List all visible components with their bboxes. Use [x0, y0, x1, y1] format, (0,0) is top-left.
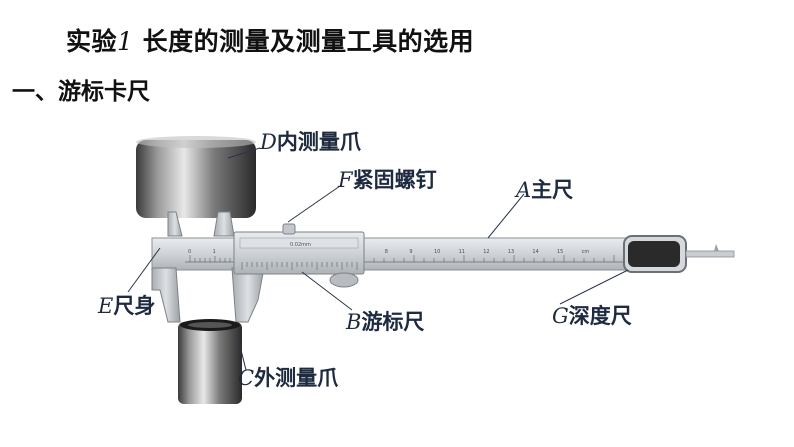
label-letter: E	[98, 294, 114, 318]
scale-number: 8	[385, 249, 388, 255]
label-inner-jaw: D内测量爪	[260, 126, 361, 156]
label-letter: D	[260, 130, 277, 154]
label-letter: B	[346, 310, 362, 334]
label-text: 游标尺	[361, 310, 425, 334]
scale-number: cm	[582, 249, 590, 255]
page-title: 实验1 长度的测量及测量工具的选用	[66, 22, 474, 58]
scale-number: 9	[409, 249, 412, 255]
scale-number: 0	[188, 249, 191, 255]
scale-number: 11	[459, 249, 465, 255]
label-text: 外测量爪	[254, 366, 339, 390]
main-scale-ticks	[189, 255, 615, 262]
label-depth-rod: G深度尺	[552, 300, 632, 330]
upper-cylinder	[136, 136, 256, 218]
label-vernier: B游标尺	[346, 306, 424, 336]
label-letter: G	[552, 304, 569, 328]
label-main-scale: A主尺	[516, 174, 573, 204]
title-prefix: 实验	[66, 27, 118, 56]
label-text: 尺身	[113, 294, 156, 318]
scale-number: 12	[483, 249, 489, 255]
title-number: 1	[117, 27, 134, 56]
label-outer-jaw: C外测量爪	[238, 362, 338, 392]
label-text: 深度尺	[568, 304, 632, 328]
label-text: 内测量爪	[276, 130, 361, 154]
vernier-caption: 0.02mm	[290, 242, 311, 248]
scale-number: 1	[213, 249, 216, 255]
scale-number: 13	[508, 249, 514, 255]
scale-number: 14	[532, 249, 538, 255]
label-lock-screw: F紧固螺钉	[338, 164, 437, 194]
lower-cylinder	[178, 319, 242, 404]
inner-jaws	[167, 211, 235, 237]
label-ruler-body: E尺身	[98, 290, 155, 320]
label-letter: F	[338, 168, 353, 192]
title-text: 长度的测量及测量工具的选用	[142, 27, 475, 56]
section-heading: 一、游标卡尺	[12, 79, 150, 105]
scale-number: 10	[434, 249, 440, 255]
lock-screw	[282, 223, 296, 235]
label-letter: C	[238, 366, 255, 390]
vernier-slider: 0.02mm	[233, 231, 365, 288]
label-text: 紧固螺钉	[352, 168, 437, 192]
label-letter: A	[516, 178, 532, 202]
depth-rod-end	[623, 235, 735, 273]
leader-lines	[127, 147, 629, 371]
label-text: 主尺	[531, 178, 574, 202]
scale-number: 15	[557, 249, 563, 255]
outer-jaws	[151, 267, 265, 323]
